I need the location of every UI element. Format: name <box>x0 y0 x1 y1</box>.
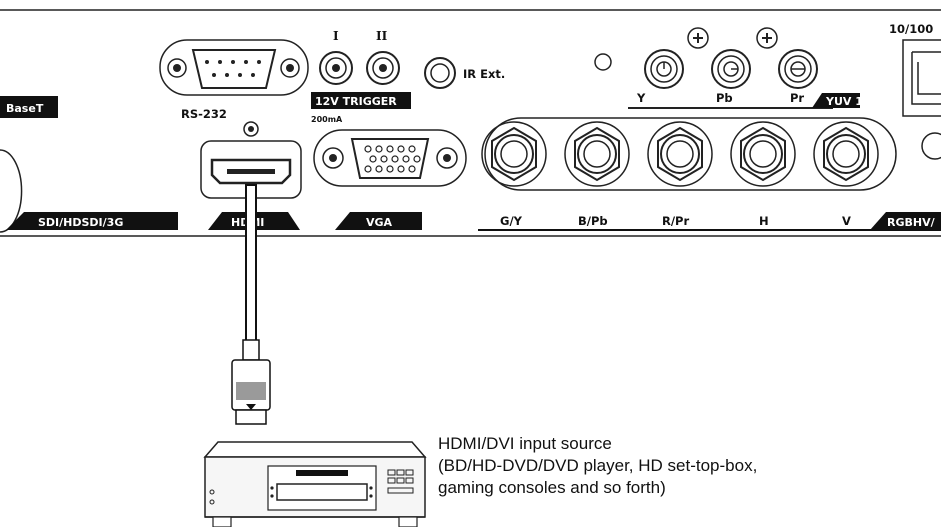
bnc-bpb-jack[interactable] <box>564 121 630 187</box>
bnc-gy-label: G/Y <box>500 214 523 228</box>
source-title: HDMI/DVI input source <box>438 434 612 453</box>
trigger-jack-1[interactable] <box>319 51 353 85</box>
lan-label: 10/100 <box>889 22 933 36</box>
bnc-gy-jack[interactable] <box>481 121 547 187</box>
vga-port[interactable] <box>313 129 467 187</box>
ir-ext-label: IR Ext. <box>463 67 505 81</box>
yuv-pb-label: Pb <box>716 91 733 105</box>
bnc-h-label: H <box>759 214 769 228</box>
bnc-bpb-label: B/Pb <box>578 214 608 228</box>
yuv-y-jack[interactable] <box>644 49 684 89</box>
rs232-label: RS-232 <box>181 107 227 121</box>
bnc-v-jack[interactable] <box>813 121 879 187</box>
rs232-port[interactable] <box>159 39 309 96</box>
sdi-tab: SDI/HDSDI/3G <box>6 212 178 230</box>
bnc-group-outline <box>484 117 897 191</box>
hdmi-cable <box>242 184 260 361</box>
indicator-hole <box>594 53 612 71</box>
trigger-i-label: I <box>333 29 339 43</box>
yuv-y-label: Y <box>636 91 646 105</box>
lan-port[interactable] <box>902 39 941 160</box>
trigger-tab: 12V TRIGGER <box>311 92 411 109</box>
source-examples-line-1: (BD/HD-DVD/DVD player, HD set-top-box, <box>438 456 758 475</box>
connector-panel <box>0 9 941 237</box>
yuv-pr-label: Pr <box>790 91 804 105</box>
source-examples-line-2: gaming consoles and so forth) <box>438 478 666 497</box>
sdi-label: SDI/HDSDI/3G <box>38 216 123 229</box>
screw-icon <box>687 27 709 49</box>
yuv1-label: YUV 1 <box>825 95 863 108</box>
vga-tab: VGA <box>335 212 422 230</box>
vga-label: VGA <box>366 216 393 229</box>
source-device-icon <box>203 441 427 527</box>
yuv-pr-jack[interactable] <box>778 49 818 89</box>
rgbhv-label: RGBHV/ <box>887 216 936 229</box>
yuv-group <box>628 93 860 109</box>
trigger-ii-label: II <box>376 29 388 43</box>
baset-tab: BaseT <box>0 96 58 118</box>
yuv-pb-jack[interactable] <box>711 49 751 89</box>
bnc-v-label: V <box>842 214 851 228</box>
hdmi-plug-icon <box>231 359 271 425</box>
source-description: HDMI/DVI input source (BD/HD-DVD/DVD pla… <box>438 433 918 499</box>
rgbhv-tab: RGBHV/ <box>870 212 941 230</box>
ir-ext-jack[interactable] <box>424 57 456 89</box>
bnc-h-jack[interactable] <box>730 121 796 187</box>
baset-label: BaseT <box>6 102 44 115</box>
trigger-current-label: 200mA <box>311 115 343 124</box>
screw-icon <box>756 27 778 49</box>
bnc-rpr-label: R/Pr <box>662 214 689 228</box>
bnc-rpr-jack[interactable] <box>647 121 713 187</box>
trigger-jack-2[interactable] <box>366 51 400 85</box>
trigger-label: 12V TRIGGER <box>315 95 397 108</box>
